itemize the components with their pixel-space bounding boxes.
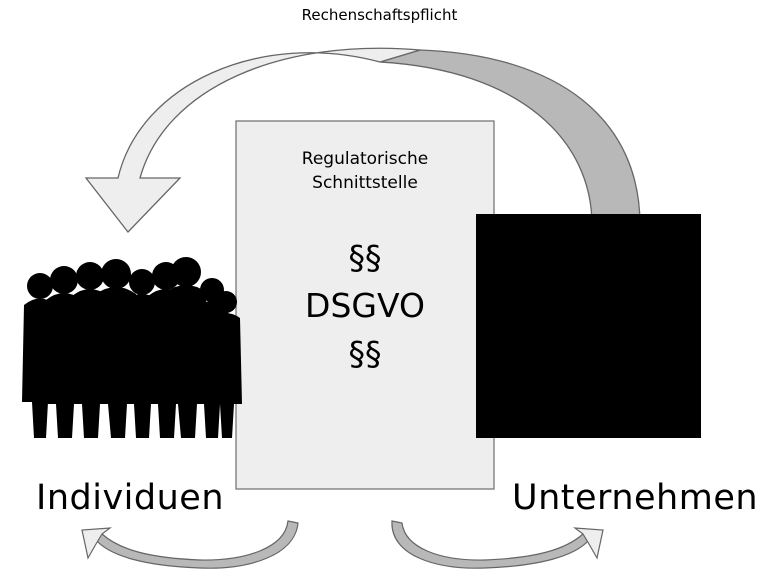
office-building-icon <box>476 214 701 438</box>
interface-title-line2: Schnittstelle <box>312 173 418 193</box>
companies-label: Unternehmen <box>512 478 759 518</box>
crowd-silhouette-icon <box>22 257 242 438</box>
regulation-name: DSGVO <box>305 286 425 325</box>
accountability-arrow-head <box>84 47 421 233</box>
accountability-arrow <box>84 47 641 233</box>
interface-title-line1: Regulatorische <box>301 149 429 169</box>
accountability-label: Rechenschaftspflicht <box>301 6 458 24</box>
paragraph-symbol-top: §§ <box>348 238 382 277</box>
exchange-arrow-left <box>81 520 299 569</box>
paragraph-symbol-bottom: §§ <box>348 334 382 373</box>
regulation-document <box>235 120 495 490</box>
individuals-label: Individuen <box>36 478 224 518</box>
interface-title: Regulatorische Schnittstelle <box>236 147 494 195</box>
exchange-arrow-right <box>391 520 604 569</box>
